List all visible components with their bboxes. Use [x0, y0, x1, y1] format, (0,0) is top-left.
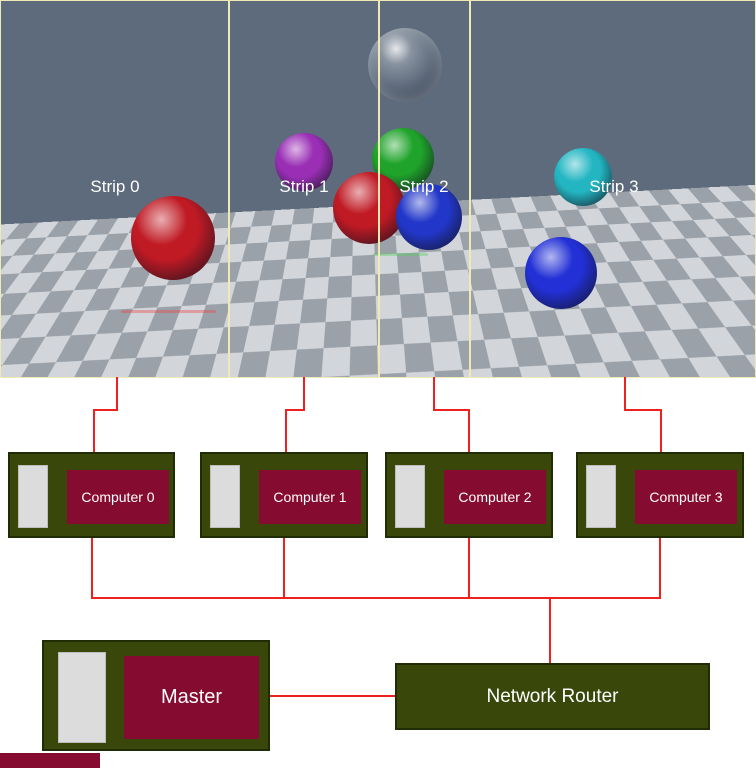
- strip-label-1: Strip 1: [279, 177, 329, 196]
- wire-strip0-h: [93, 409, 118, 411]
- sphere-layer: [1, 1, 755, 377]
- wire-strip3-h: [624, 409, 662, 411]
- computer-0-label: Computer 0: [81, 489, 155, 505]
- wire-strip2-v1: [433, 377, 435, 411]
- wire-master-router: [270, 695, 395, 697]
- computer-1-label: Computer 1: [273, 489, 347, 505]
- strip-divider-2: [378, 1, 380, 377]
- computer-node-1: Computer 1: [200, 452, 368, 538]
- cyan-sphere: [554, 148, 612, 206]
- wire-computer1-bus: [283, 538, 285, 599]
- computer-node-3: Computer 3: [576, 452, 744, 538]
- router-node: Network Router: [395, 663, 710, 730]
- wire-strip1-h: [285, 409, 305, 411]
- wire-computer3-bus: [659, 538, 661, 599]
- floor-axis-mark-red: [121, 310, 216, 313]
- computer-1-drive-panel: [210, 465, 240, 528]
- purple-sphere: [275, 133, 333, 191]
- wire-computer2-bus: [468, 538, 470, 599]
- computer-0-drive-panel: [18, 465, 48, 528]
- strip-label-3: Strip 3: [589, 177, 639, 196]
- computer-0-label-panel: Computer 0: [67, 470, 169, 524]
- render-scene: Strip 0 Strip 1 Strip 2 Strip 3: [0, 0, 756, 378]
- computer-3-drive-panel: [586, 465, 616, 528]
- wire-strip1-v1: [303, 377, 305, 411]
- wire-strip0-v1: [116, 377, 118, 411]
- strip-divider-1: [228, 1, 230, 377]
- wire-bus-horizontal: [91, 597, 661, 599]
- wire-bus-router: [549, 597, 551, 664]
- master-node: Master: [42, 640, 270, 751]
- master-label-panel: Master: [124, 656, 259, 739]
- computer-2-label: Computer 2: [458, 489, 532, 505]
- strip-divider-3: [469, 1, 471, 377]
- blue-sphere-right: [525, 237, 597, 309]
- wire-strip3-v1: [624, 377, 626, 411]
- wire-strip2-h: [433, 409, 470, 411]
- wire-computer0-bus: [91, 538, 93, 599]
- wire-strip1-v2: [285, 409, 287, 452]
- red-sphere-center: [333, 172, 405, 244]
- computer-node-0: Computer 0: [8, 452, 175, 538]
- router-label: Network Router: [486, 685, 619, 707]
- master-drive-panel: [58, 652, 106, 743]
- computer-2-label-panel: Computer 2: [444, 470, 546, 524]
- wire-strip2-v2: [468, 409, 470, 452]
- glass-sphere-top: [368, 28, 442, 102]
- floor-axis-mark-green: [373, 253, 428, 256]
- blue-sphere-center: [396, 184, 462, 250]
- wire-strip0-v2: [93, 409, 95, 452]
- master-label: Master: [160, 686, 223, 708]
- red-sphere-left: [131, 196, 215, 280]
- strip-label-0: Strip 0: [90, 177, 140, 196]
- computer-node-2: Computer 2: [385, 452, 553, 538]
- bottom-left-red-bar: [0, 753, 100, 768]
- computer-3-label-panel: Computer 3: [635, 470, 737, 524]
- computer-2-drive-panel: [395, 465, 425, 528]
- strip-label-2: Strip 2: [399, 177, 449, 196]
- wire-strip3-v2: [660, 409, 662, 452]
- computer-3-label: Computer 3: [649, 489, 723, 505]
- computer-1-label-panel: Computer 1: [259, 470, 361, 524]
